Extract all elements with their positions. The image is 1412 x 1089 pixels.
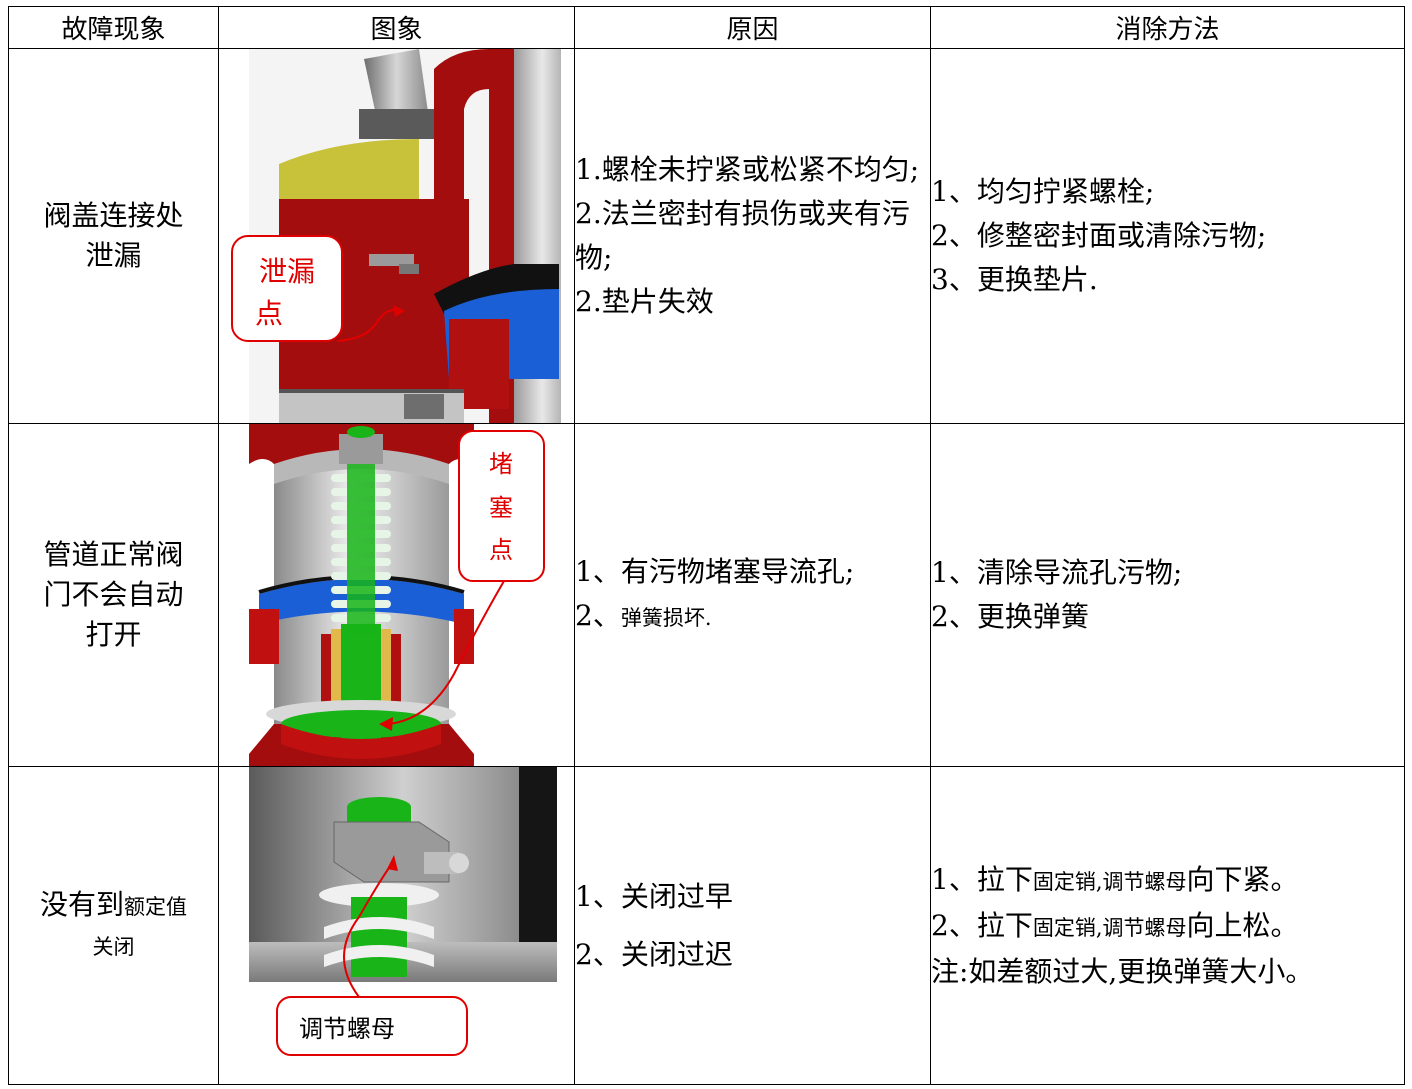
cause-line-text: 弹簧损坏. [620, 606, 712, 630]
header-image: 图象 [218, 6, 575, 49]
remedy-line: 1、清除导流孔污物; [931, 556, 1183, 589]
header-symptom: 故障现象 [8, 6, 219, 49]
blockage-point-label: 点 [489, 536, 513, 564]
image-cell: 泄漏 点 [218, 48, 575, 424]
adjusting-nut-illustration: 调节螺母 [249, 767, 557, 1056]
blockage-point-label: 塞 [489, 494, 513, 522]
remedy-line: 2、更换弹簧 [931, 600, 1089, 633]
remedy-line: 2、修整密封面或清除污物; [931, 219, 1267, 252]
remedy-text-small: 调节螺母 [1102, 915, 1187, 940]
cause-line: 2.法兰密封有损伤或夹有污物; [575, 197, 910, 274]
remedy-text-small: 调节螺母 [1102, 869, 1187, 894]
image-cell: 堵 塞 点 [218, 423, 575, 767]
cause-line: 2、关闭过迟 [575, 937, 733, 971]
line-spacer [575, 919, 930, 933]
leak-point-label: 泄漏 [259, 255, 315, 288]
header-row: 故障现象 图象 原因 消除方法 [8, 6, 1405, 49]
remedy-text: 向下紧。 [1186, 862, 1299, 896]
cause-line: 1.螺栓未拧紧或松紧不均匀; [575, 153, 920, 186]
symptom-text: 没有到 [39, 887, 124, 921]
remedy-note: 注:如差额过大,更换弹簧大小。 [931, 954, 1314, 988]
remedy-cell: 1、清除导流孔污物; 2、更换弹簧 [930, 423, 1405, 767]
cause-cell: 1、有污物堵塞导流孔; 2、弹簧损坏. [574, 423, 931, 767]
remedy-line: 3、更换垫片. [931, 263, 1098, 296]
symptom-line: 泄漏 [85, 239, 142, 272]
image-cell: 调节螺母 [218, 766, 575, 1085]
header-cause: 原因 [574, 6, 931, 49]
bonnet-leak-illustration: 泄漏 点 [231, 49, 561, 423]
remedy-text: 拉下 [976, 862, 1033, 896]
blocked-orifice-illustration: 堵 塞 点 [249, 424, 545, 766]
remedy-text: 拉下 [976, 908, 1033, 942]
cause-cell: 1、关闭过早 2、关闭过迟 [574, 766, 931, 1085]
table-row: 管道正常阀 门不会自动 打开 [8, 423, 1405, 767]
leak-point-label: 点 [255, 297, 283, 330]
symptom-cell: 没有到额定值 关闭 [8, 766, 219, 1085]
remedy-prefix: 2、 [931, 908, 977, 942]
symptom-cell: 阀盖连接处 泄漏 [8, 48, 219, 424]
symptom-line: 关闭 [92, 934, 135, 959]
cause-cell: 1.螺栓未拧紧或松紧不均匀; 2.法兰密封有损伤或夹有污物; 2.垫片失效 [574, 48, 931, 424]
remedy-text: 向上松。 [1186, 908, 1299, 942]
remedy-cell: 1、均匀拧紧螺栓; 2、修整密封面或清除污物; 3、更换垫片. [930, 48, 1405, 424]
cause-line: 2.垫片失效 [575, 285, 714, 318]
remedy-line: 1、拉下固定销,调节螺母向下紧。 [931, 858, 1404, 904]
remedy-text-small: 固定销, [1032, 869, 1103, 894]
cause-line: 2、弹簧损坏. [575, 599, 712, 632]
remedy-cell: 1、拉下固定销,调节螺母向下紧。 2、拉下固定销,调节螺母向上松。 注:如差额过… [930, 766, 1405, 1085]
remedy-prefix: 1、 [931, 862, 977, 896]
symptom-line: 打开 [85, 618, 142, 651]
cause-line: 1、有污物堵塞导流孔; [575, 555, 855, 588]
symptom-cell: 管道正常阀 门不会自动 打开 [8, 423, 219, 767]
blockage-point-label: 堵 [489, 450, 513, 478]
cause-line: 1、关闭过早 [575, 879, 733, 913]
symptom-line: 管道正常阀 [43, 538, 184, 571]
table-row: 阀盖连接处 泄漏 [8, 48, 1405, 424]
symptom-text-small: 额定值 [124, 894, 187, 919]
remedy-text-small: 固定销, [1032, 915, 1103, 940]
symptom-line: 阀盖连接处 [43, 199, 184, 232]
symptom-line: 门不会自动 [43, 578, 184, 611]
fault-table: 故障现象 图象 原因 消除方法 阀盖连接处 泄漏 [8, 6, 1405, 1085]
remedy-line: 1、均匀拧紧螺栓; [931, 175, 1155, 208]
symptom-line: 没有到额定值 [9, 885, 218, 927]
adjusting-nut-label: 调节螺母 [299, 1015, 395, 1043]
remedy-line: 2、拉下固定销,调节螺母向上松。 [931, 904, 1404, 950]
table-row: 没有到额定值 关闭 [8, 766, 1405, 1085]
header-remedy: 消除方法 [930, 6, 1405, 49]
